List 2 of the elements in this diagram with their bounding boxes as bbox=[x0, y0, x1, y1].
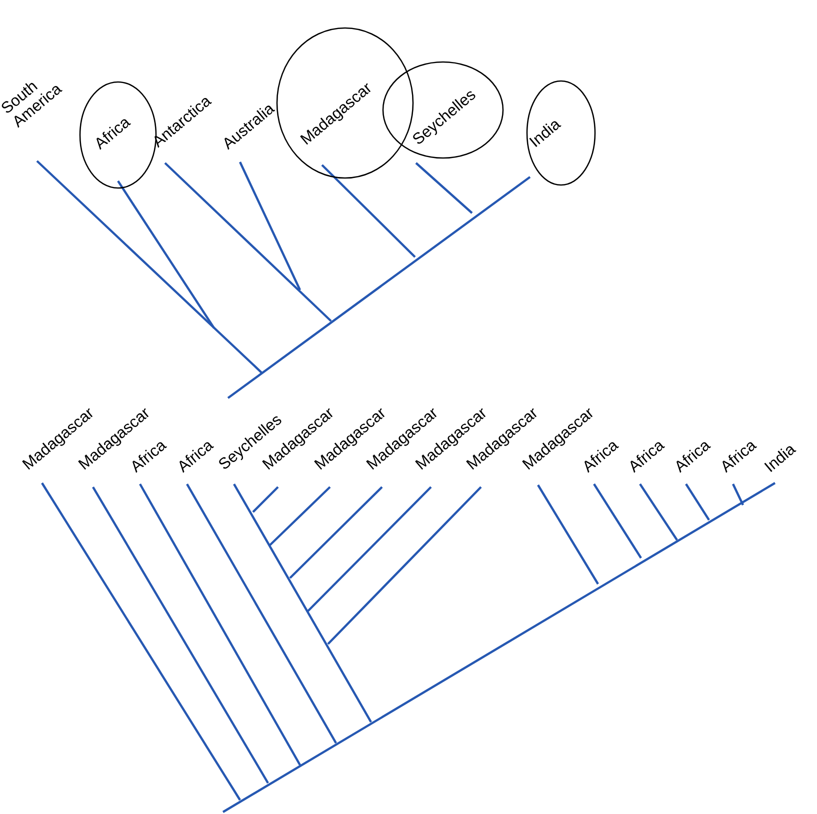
circled-label: India bbox=[526, 80, 596, 186]
tip-label: India bbox=[764, 446, 796, 472]
